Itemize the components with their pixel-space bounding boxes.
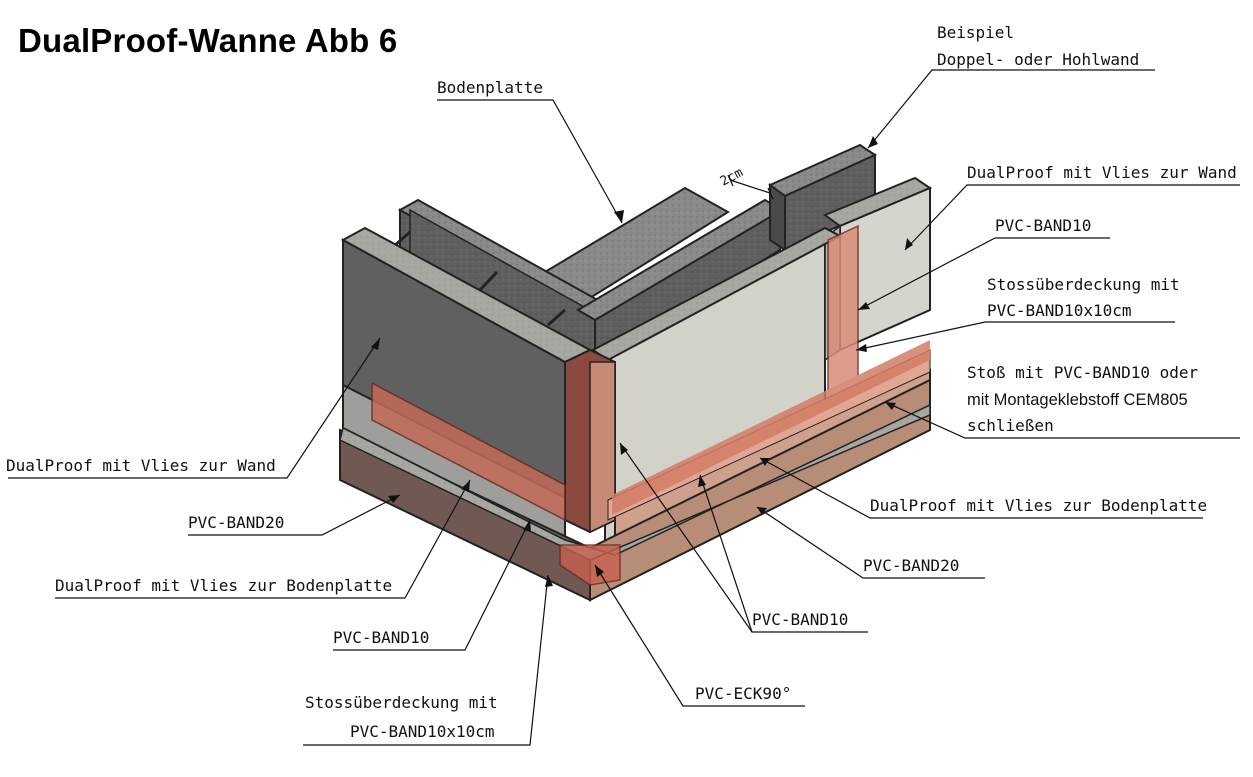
page-title: DualProof-Wanne Abb 6 (18, 22, 398, 59)
label-stoss-right-1: Stossüberdeckung mit (987, 275, 1180, 294)
label-stoss-pvc-3: schließen (967, 416, 1054, 435)
label-stoss-left-1: Stossüberdeckung mit (305, 693, 498, 712)
label-beispiel-2: Doppel- oder Hohlwand (937, 50, 1140, 69)
label-bodenplatte: Bodenplatte (437, 78, 543, 97)
left-wall-membrane (340, 226, 593, 502)
label-stoss-right-2: PVC-BAND10x10cm (987, 301, 1132, 320)
label-stoss-pvc-1: Stoß mit PVC-BAND10 oder (967, 363, 1199, 382)
label-pvc-band20-left: PVC-BAND20 (188, 513, 285, 532)
label-stoss-left-2: PVC-BAND10x10cm (350, 722, 495, 741)
label-dualproof-wand-left: DualProof mit Vlies zur Wand (6, 456, 276, 475)
label-stoss-pvc-2: mit Montageklebstoff CEM805 (967, 391, 1188, 409)
label-beispiel-1: Beispiel (937, 23, 1015, 42)
leader-lines (8, 69, 1240, 746)
label-pvc-band10-left: PVC-BAND10 (333, 628, 430, 647)
arrow-heads (371, 136, 913, 587)
dimension-2cm-label: 2cm (718, 165, 746, 189)
floor-slab (339, 378, 931, 602)
label-dualproof-wand-right: DualProof mit Vlies zur Wand (967, 163, 1237, 182)
label-pvc-band10-bottom: PVC-BAND10 (752, 610, 849, 629)
label-dualproof-bodenplatte-right: DualProof mit Vlies zur Bodenplatte (870, 496, 1208, 515)
label-dualproof-bodenplatte-left: DualProof mit Vlies zur Bodenplatte (55, 576, 393, 595)
double-wall-end (768, 143, 878, 252)
pvc-band-strips (371, 224, 930, 522)
label-pvc-band20-right: PVC-BAND20 (863, 556, 960, 575)
label-pvc-eck90: PVC-ECK90° (695, 684, 792, 703)
label-pvc-band10-upper: PVC-BAND10 (995, 216, 1092, 235)
